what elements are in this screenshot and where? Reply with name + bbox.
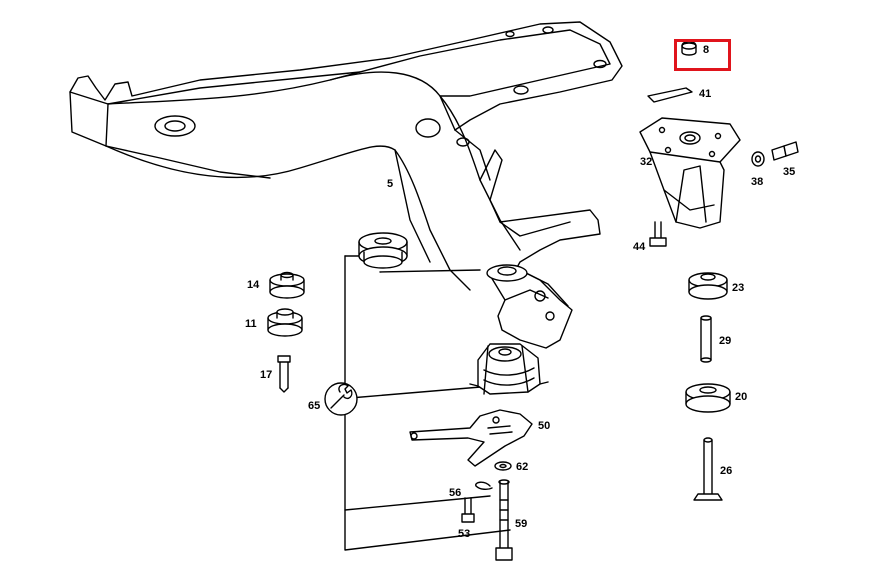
part-label-35[interactable]: 35: [783, 166, 796, 178]
part-label-41[interactable]: 41: [699, 88, 712, 100]
subframe-drawing: [69, 21, 623, 349]
part-label-8[interactable]: 8: [703, 44, 710, 56]
part-label-56[interactable]: 56: [449, 487, 462, 499]
part-label-65[interactable]: 65: [308, 400, 321, 412]
part-label-23[interactable]: 23: [732, 282, 745, 294]
part-label-14[interactable]: 14: [247, 279, 260, 291]
part-label-50[interactable]: 50: [538, 420, 551, 432]
part-label-59[interactable]: 59: [515, 518, 528, 530]
engine-mount: [469, 343, 549, 395]
strap-plate-50: [409, 409, 533, 467]
part-label-11[interactable]: 11: [245, 318, 257, 330]
part-label-53[interactable]: 53: [458, 528, 471, 540]
part-label-20[interactable]: 20: [735, 391, 748, 403]
wrench-icon: [324, 382, 358, 416]
part-label-44[interactable]: 44: [633, 241, 646, 253]
part-label-62[interactable]: 62: [516, 461, 529, 473]
highlight-box-part-8: [674, 39, 731, 71]
hardware-left: [267, 271, 305, 393]
part-label-26[interactable]: 26: [720, 465, 733, 477]
hardware-bottom: [461, 461, 513, 561]
part-label-38[interactable]: 38: [751, 176, 764, 188]
part-label-17[interactable]: 17: [260, 369, 273, 381]
part-label-29[interactable]: 29: [719, 335, 732, 347]
part-label-5[interactable]: 5: [387, 178, 394, 190]
hardware-right: [639, 40, 799, 501]
bushing-upper: [358, 232, 408, 269]
part-label-32[interactable]: 32: [640, 156, 653, 168]
